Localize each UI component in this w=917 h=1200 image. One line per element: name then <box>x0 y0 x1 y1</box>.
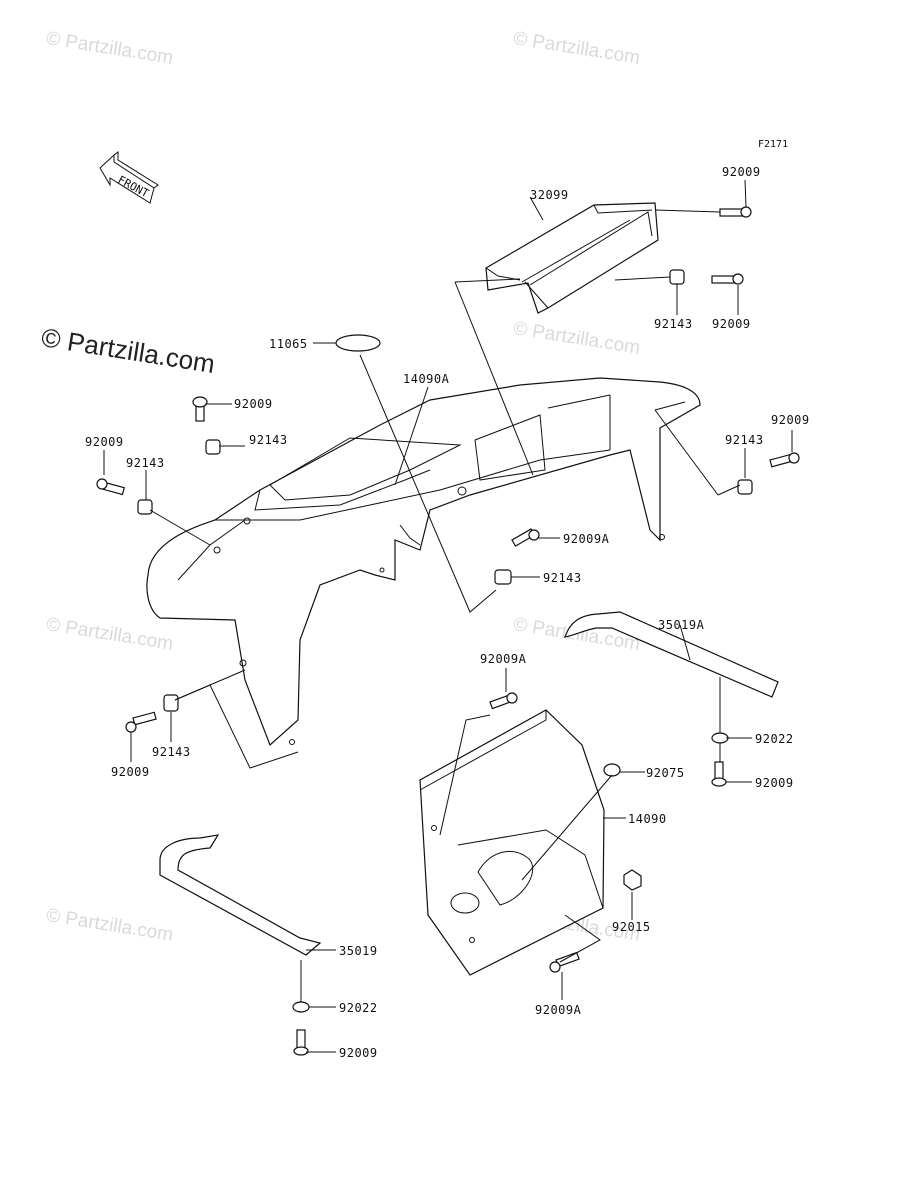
label-92143: 92143 <box>654 317 693 331</box>
part-35019-strip <box>159 834 322 956</box>
label-14090A: 14090A <box>403 372 450 386</box>
figure-id: F2171 <box>758 139 789 150</box>
label-92143: 92143 <box>543 571 582 585</box>
label-32099: 32099 <box>530 188 569 202</box>
front-arrow-icon: FRONT <box>99 151 159 204</box>
label-92075: 92075 <box>646 766 685 780</box>
label-92009A: 92009A <box>480 652 527 666</box>
label-92015: 92015 <box>612 920 651 934</box>
part-14090-box <box>419 709 605 976</box>
label-92009A: 92009A <box>535 1003 582 1017</box>
label-92009: 92009 <box>712 317 751 331</box>
part-11065-cap <box>335 334 381 352</box>
label-92143: 92143 <box>725 433 764 447</box>
part-35019A-strip <box>564 611 779 698</box>
label-92009: 92009 <box>111 765 150 779</box>
label-92022: 92022 <box>755 732 794 746</box>
label-92009A: 92009A <box>563 532 610 546</box>
part-14090A-body <box>146 377 701 747</box>
label-35019A: 35019A <box>658 618 705 632</box>
connection-lines <box>174 278 741 963</box>
label-92009: 92009 <box>771 413 810 427</box>
label-92143: 92143 <box>152 745 191 759</box>
label-11065: 11065 <box>269 337 308 351</box>
leader-lines <box>103 179 793 1053</box>
label-92009: 92009 <box>755 776 794 790</box>
label-35019: 35019 <box>339 944 378 958</box>
label-92143: 92143 <box>249 433 288 447</box>
label-92009: 92009 <box>722 165 761 179</box>
part-32099-bracket <box>485 202 659 314</box>
label-14090: 14090 <box>628 812 667 826</box>
label-92009: 92009 <box>339 1046 378 1060</box>
label-92009: 92009 <box>234 397 273 411</box>
label-92143: 92143 <box>126 456 165 470</box>
fasteners <box>96 206 800 1056</box>
label-92009: 92009 <box>85 435 124 449</box>
label-92022: 92022 <box>339 1001 378 1015</box>
